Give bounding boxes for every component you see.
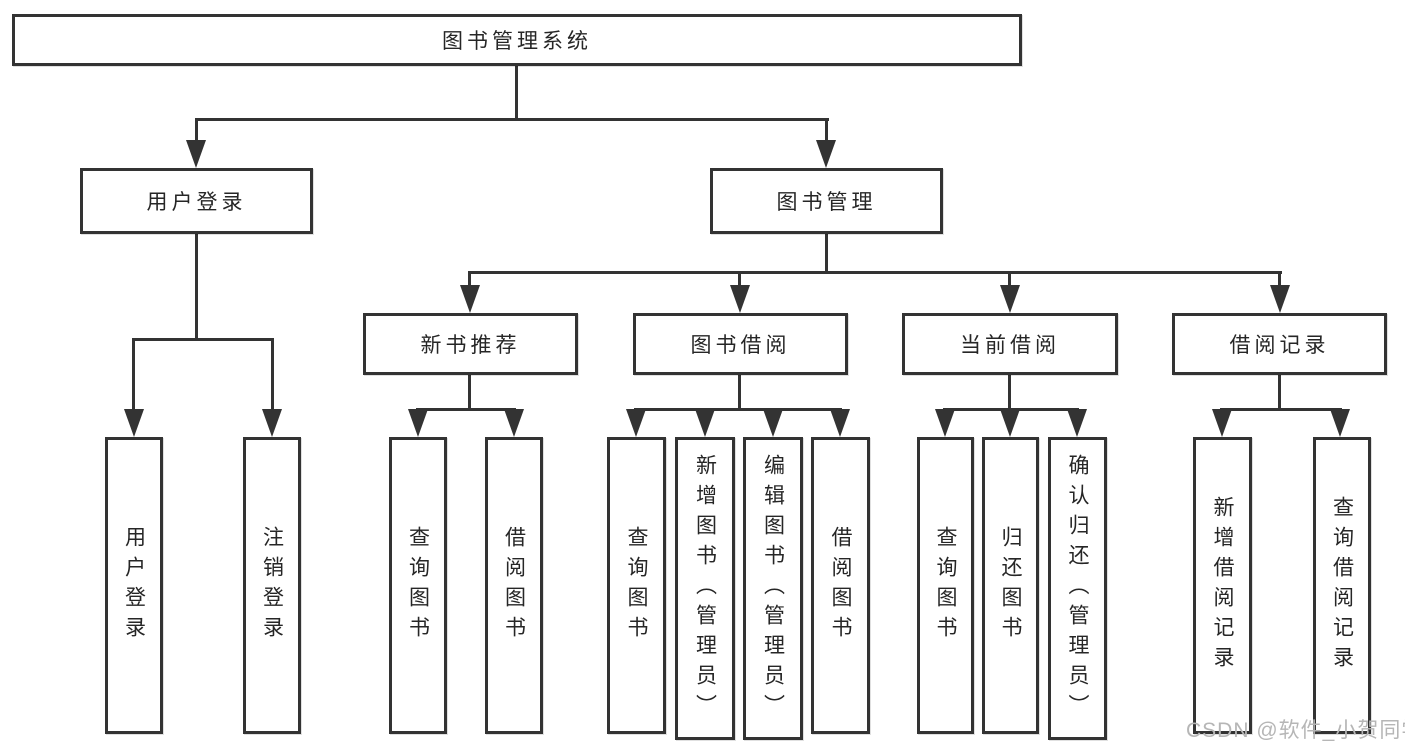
edge-arrowhead-icon	[408, 409, 428, 437]
edge-arrowhead-icon	[460, 285, 480, 313]
edge-line	[132, 338, 274, 341]
node-label: 借阅图书	[502, 525, 526, 646]
node-new-book-recommend: 新书推荐	[363, 313, 578, 375]
node-label: 图书管理系统	[442, 30, 592, 53]
edge-line	[468, 271, 1282, 274]
edge-line	[515, 66, 518, 118]
edge-arrowhead-icon	[1330, 409, 1350, 437]
edge-arrowhead-icon	[1000, 285, 1020, 313]
edge-arrowhead-icon	[1067, 409, 1087, 437]
edge-arrowhead-icon	[935, 409, 955, 437]
leaf-query-books: 查询图书	[607, 437, 666, 734]
node-label: 查询图书	[934, 525, 957, 646]
leaf-edit-book-admin: 编辑图书（管理员）	[743, 437, 803, 740]
edge-line	[195, 234, 198, 338]
edge-arrowhead-icon	[730, 285, 750, 313]
edge-line	[271, 341, 274, 409]
node-label: 编辑图书（管理员）	[761, 453, 785, 724]
node-label: 查询图书	[625, 525, 648, 646]
edge-line	[468, 375, 471, 408]
leaf-return-book: 归还图书	[982, 437, 1039, 734]
node-library-management-system: 图书管理系统	[12, 14, 1022, 66]
edge-line	[195, 121, 198, 141]
edge-arrowhead-icon	[1212, 409, 1232, 437]
node-label: 借阅记录	[1229, 334, 1330, 357]
edge-line	[825, 234, 828, 271]
leaf-borrow-books: 借阅图书	[485, 437, 543, 734]
leaf-add-book-admin: 新增图书（管理员）	[675, 437, 735, 740]
edge-line	[1278, 274, 1281, 285]
edge-line	[468, 274, 471, 285]
edge-arrowhead-icon	[1270, 285, 1290, 313]
edge-arrowhead-icon	[262, 409, 282, 437]
node-label: 归还图书	[999, 525, 1022, 646]
leaf-borrow-books: 借阅图书	[811, 437, 870, 734]
edge-line	[132, 341, 135, 409]
node-label: 借阅图书	[829, 525, 852, 646]
edge-arrowhead-icon	[816, 140, 836, 168]
node-label: 查询借阅记录	[1330, 495, 1354, 676]
edge-arrowhead-icon	[504, 409, 524, 437]
edge-line	[416, 408, 516, 411]
node-current-borrow: 当前借阅	[902, 313, 1118, 375]
watermark: CSDN @软件_小贺同学	[1186, 719, 1405, 742]
edge-arrowhead-icon	[763, 409, 783, 437]
leaf-logout: 注销登录	[243, 437, 301, 734]
node-label: 图书管理	[776, 191, 877, 214]
edge-line	[195, 118, 829, 121]
leaf-query-books: 查询图书	[917, 437, 974, 734]
edge-line	[634, 408, 842, 411]
edge-line	[738, 375, 741, 408]
edge-arrowhead-icon	[830, 409, 850, 437]
edge-line	[1008, 274, 1011, 285]
leaf-query-borrow-record: 查询借阅记录	[1313, 437, 1371, 734]
edge-arrowhead-icon	[1000, 409, 1020, 437]
edge-line	[825, 121, 828, 141]
leaf-confirm-return-admin: 确认归还（管理员）	[1048, 437, 1107, 740]
node-label: 新增图书（管理员）	[693, 453, 717, 724]
edge-arrowhead-icon	[124, 409, 144, 437]
node-label: 当前借阅	[960, 334, 1060, 357]
edge-arrowhead-icon	[626, 409, 646, 437]
edge-line	[1008, 375, 1011, 408]
node-book-borrow: 图书借阅	[633, 313, 848, 375]
leaf-query-books: 查询图书	[389, 437, 447, 734]
node-book-management: 图书管理	[710, 168, 943, 234]
node-label: 新书推荐	[420, 334, 521, 357]
node-label: 用户登录	[146, 191, 247, 214]
edge-line	[1220, 408, 1342, 411]
node-label: 图书借阅	[690, 334, 791, 357]
leaf-add-borrow-record: 新增借阅记录	[1193, 437, 1252, 734]
node-label: 注销登录	[260, 525, 284, 646]
leaf-user-login: 用户登录	[105, 437, 163, 734]
edge-line	[738, 274, 741, 285]
node-label: 新增借阅记录	[1211, 495, 1234, 676]
node-label: 查询图书	[406, 525, 430, 646]
edge-arrowhead-icon	[186, 140, 206, 168]
node-user-login: 用户登录	[80, 168, 313, 234]
edge-line	[1278, 375, 1281, 408]
node-label: 用户登录	[122, 525, 146, 646]
node-borrow-records: 借阅记录	[1172, 313, 1387, 375]
node-label: 确认归还（管理员）	[1066, 453, 1089, 724]
edge-arrowhead-icon	[695, 409, 715, 437]
